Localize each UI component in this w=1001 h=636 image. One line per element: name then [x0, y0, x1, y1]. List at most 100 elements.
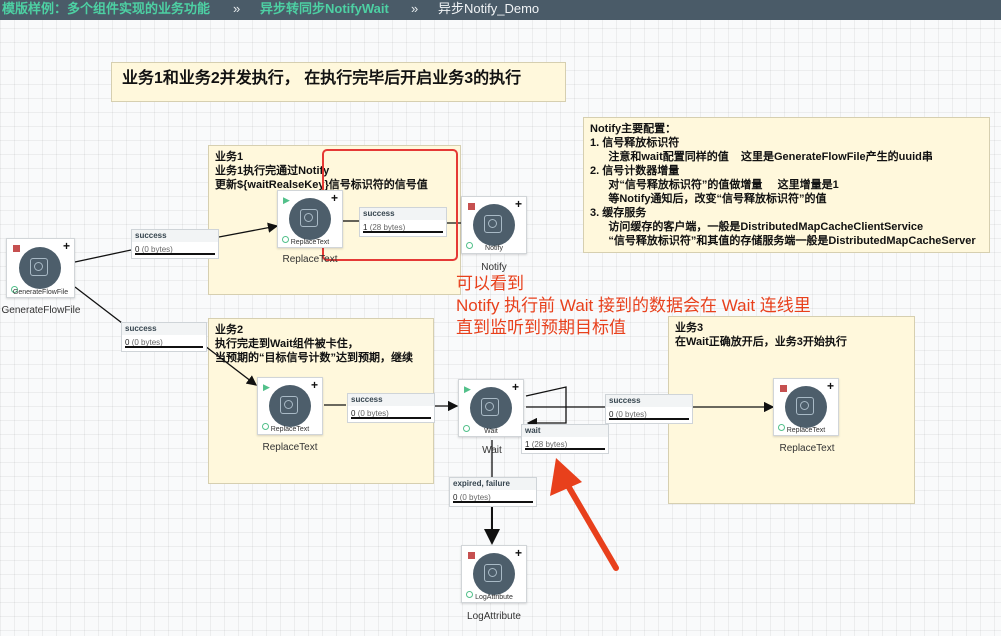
processor-name: ReplaceText — [262, 442, 318, 453]
connection-label[interactable]: success 1 (28 bytes) — [359, 207, 447, 237]
running-icon: ▶ — [283, 195, 290, 205]
relationship-name: success — [122, 323, 206, 335]
queue-count: 0 — [609, 410, 614, 419]
queue-count: 0 — [125, 338, 130, 347]
processor-replacetext-3[interactable]: + ReplaceText — [773, 378, 839, 436]
running-icon: ▶ — [464, 384, 471, 394]
queue-bar — [125, 346, 203, 348]
processor-name: LogAttribute — [467, 611, 521, 622]
stopped-icon — [780, 385, 787, 392]
relationship-name: wait — [522, 425, 608, 437]
valid-icon — [11, 286, 18, 293]
queue-bar — [525, 448, 605, 450]
queue-bytes: (0 bytes) — [459, 493, 491, 502]
processor-type: Notify — [485, 245, 503, 252]
processor-wait[interactable]: ▶ + Wait — [458, 379, 524, 437]
plus-icon: + — [826, 379, 834, 393]
processor-icon — [19, 247, 61, 289]
queue-count: 1 — [363, 223, 368, 232]
processor-icon — [473, 553, 515, 595]
processor-replacetext-2[interactable]: ▶ + ReplaceText — [257, 377, 323, 435]
processor-name: Notify — [481, 262, 507, 273]
stopped-icon — [468, 203, 475, 210]
relationship-name: success — [360, 208, 446, 220]
processor-type: LogAttribute — [475, 594, 513, 601]
breadcrumb-separator: » — [233, 1, 241, 16]
connection-line-self-loop — [525, 386, 567, 429]
queue-bytes: (0 bytes) — [615, 410, 647, 419]
connection-line — [74, 286, 123, 324]
connection-label[interactable]: wait 1 (28 bytes) — [521, 424, 609, 454]
queue-bar — [363, 231, 443, 233]
processor-name: Wait — [482, 445, 502, 456]
processor-notify[interactable]: + Notify — [461, 196, 527, 254]
connection-line — [204, 345, 258, 386]
relationship-name: expired, failure — [450, 478, 536, 490]
queue-bar — [453, 501, 533, 503]
processor-replacetext-1[interactable]: ▶ + ReplaceText — [277, 190, 343, 248]
processor-type: GenerateFlowFile — [12, 289, 69, 296]
plus-icon: + — [514, 546, 522, 560]
plus-icon: + — [514, 197, 522, 211]
stopped-icon — [468, 552, 475, 559]
processor-type: ReplaceText — [786, 427, 826, 434]
queue-bytes: (0 bytes) — [141, 245, 173, 254]
connection-line — [74, 249, 132, 263]
queue-count: 1 — [525, 440, 530, 449]
relationship-name: success — [606, 395, 692, 407]
breadcrumb: 模版样例：多个组件实现的业务功能 » 异步转同步NotifyWait » 异步N… — [0, 0, 1001, 20]
queue-count: 0 — [135, 245, 140, 254]
connection-line — [218, 222, 279, 238]
processor-icon — [269, 385, 311, 427]
connection-label[interactable]: success 0 (0 bytes) — [347, 393, 435, 423]
plus-icon: + — [511, 380, 519, 394]
connection-label[interactable]: success 0 (0 bytes) — [131, 229, 219, 259]
red-arrow-head — [550, 458, 582, 496]
processor-name: GenerateFlowFile — [1, 305, 81, 316]
processor-name: ReplaceText — [779, 443, 835, 454]
processor-name: ReplaceText — [282, 254, 338, 265]
red-arrow-shaft — [564, 481, 619, 571]
plus-icon: + — [330, 191, 338, 205]
queue-bytes: (28 bytes) — [369, 223, 406, 232]
processor-type: Wait — [484, 428, 498, 435]
processor-icon — [473, 204, 515, 246]
connection-label[interactable]: success 0 (0 bytes) — [605, 394, 693, 424]
connection-label[interactable]: expired, failure 0 (0 bytes) — [449, 477, 537, 507]
processor-logattribute[interactable]: + LogAttribute — [461, 545, 527, 603]
breadcrumb-separator: » — [411, 1, 419, 16]
queue-bar — [135, 253, 215, 255]
valid-icon — [282, 236, 289, 243]
processor-type: ReplaceText — [290, 239, 330, 246]
relationship-name: success — [132, 230, 218, 242]
processor-icon — [289, 198, 331, 240]
relationship-name: success — [348, 394, 434, 406]
queue-count: 0 — [453, 493, 458, 502]
notify-config-label[interactable]: Notify主要配置： 1. 信号释放标识符 注意和wait配置同样的值 这里是… — [583, 117, 990, 253]
valid-icon — [466, 242, 473, 249]
queue-bytes: (0 bytes) — [131, 338, 163, 347]
breadcrumb-link-template[interactable]: 模版样例：多个组件实现的业务功能 — [2, 1, 211, 16]
processor-icon — [470, 387, 512, 429]
valid-icon — [466, 591, 473, 598]
processor-type: ReplaceText — [270, 426, 310, 433]
processor-icon — [785, 386, 827, 428]
valid-icon — [262, 423, 269, 430]
valid-icon — [463, 425, 470, 432]
breadcrumb-current: 异步Notify_Demo — [438, 1, 540, 16]
plus-icon: + — [310, 378, 318, 392]
queue-bytes: (28 bytes) — [531, 440, 568, 449]
connection-label[interactable]: success 0 (0 bytes) — [121, 322, 207, 352]
valid-icon — [778, 424, 785, 431]
processor-generateflowfile[interactable]: + GenerateFlowFile — [6, 238, 75, 298]
main-title-label[interactable]: 业务1和业务2并发执行， 在执行完毕后开启业务3的执行 — [111, 62, 566, 102]
queue-bar — [609, 418, 689, 420]
highlight-box — [322, 149, 458, 261]
queue-bytes: (0 bytes) — [357, 409, 389, 418]
breadcrumb-link-group[interactable]: 异步转同步NotifyWait — [260, 1, 389, 16]
queue-bar — [351, 417, 431, 419]
running-icon: ▶ — [263, 382, 270, 392]
queue-count: 0 — [351, 409, 356, 418]
stopped-icon — [13, 245, 20, 252]
plus-icon: + — [62, 239, 70, 253]
